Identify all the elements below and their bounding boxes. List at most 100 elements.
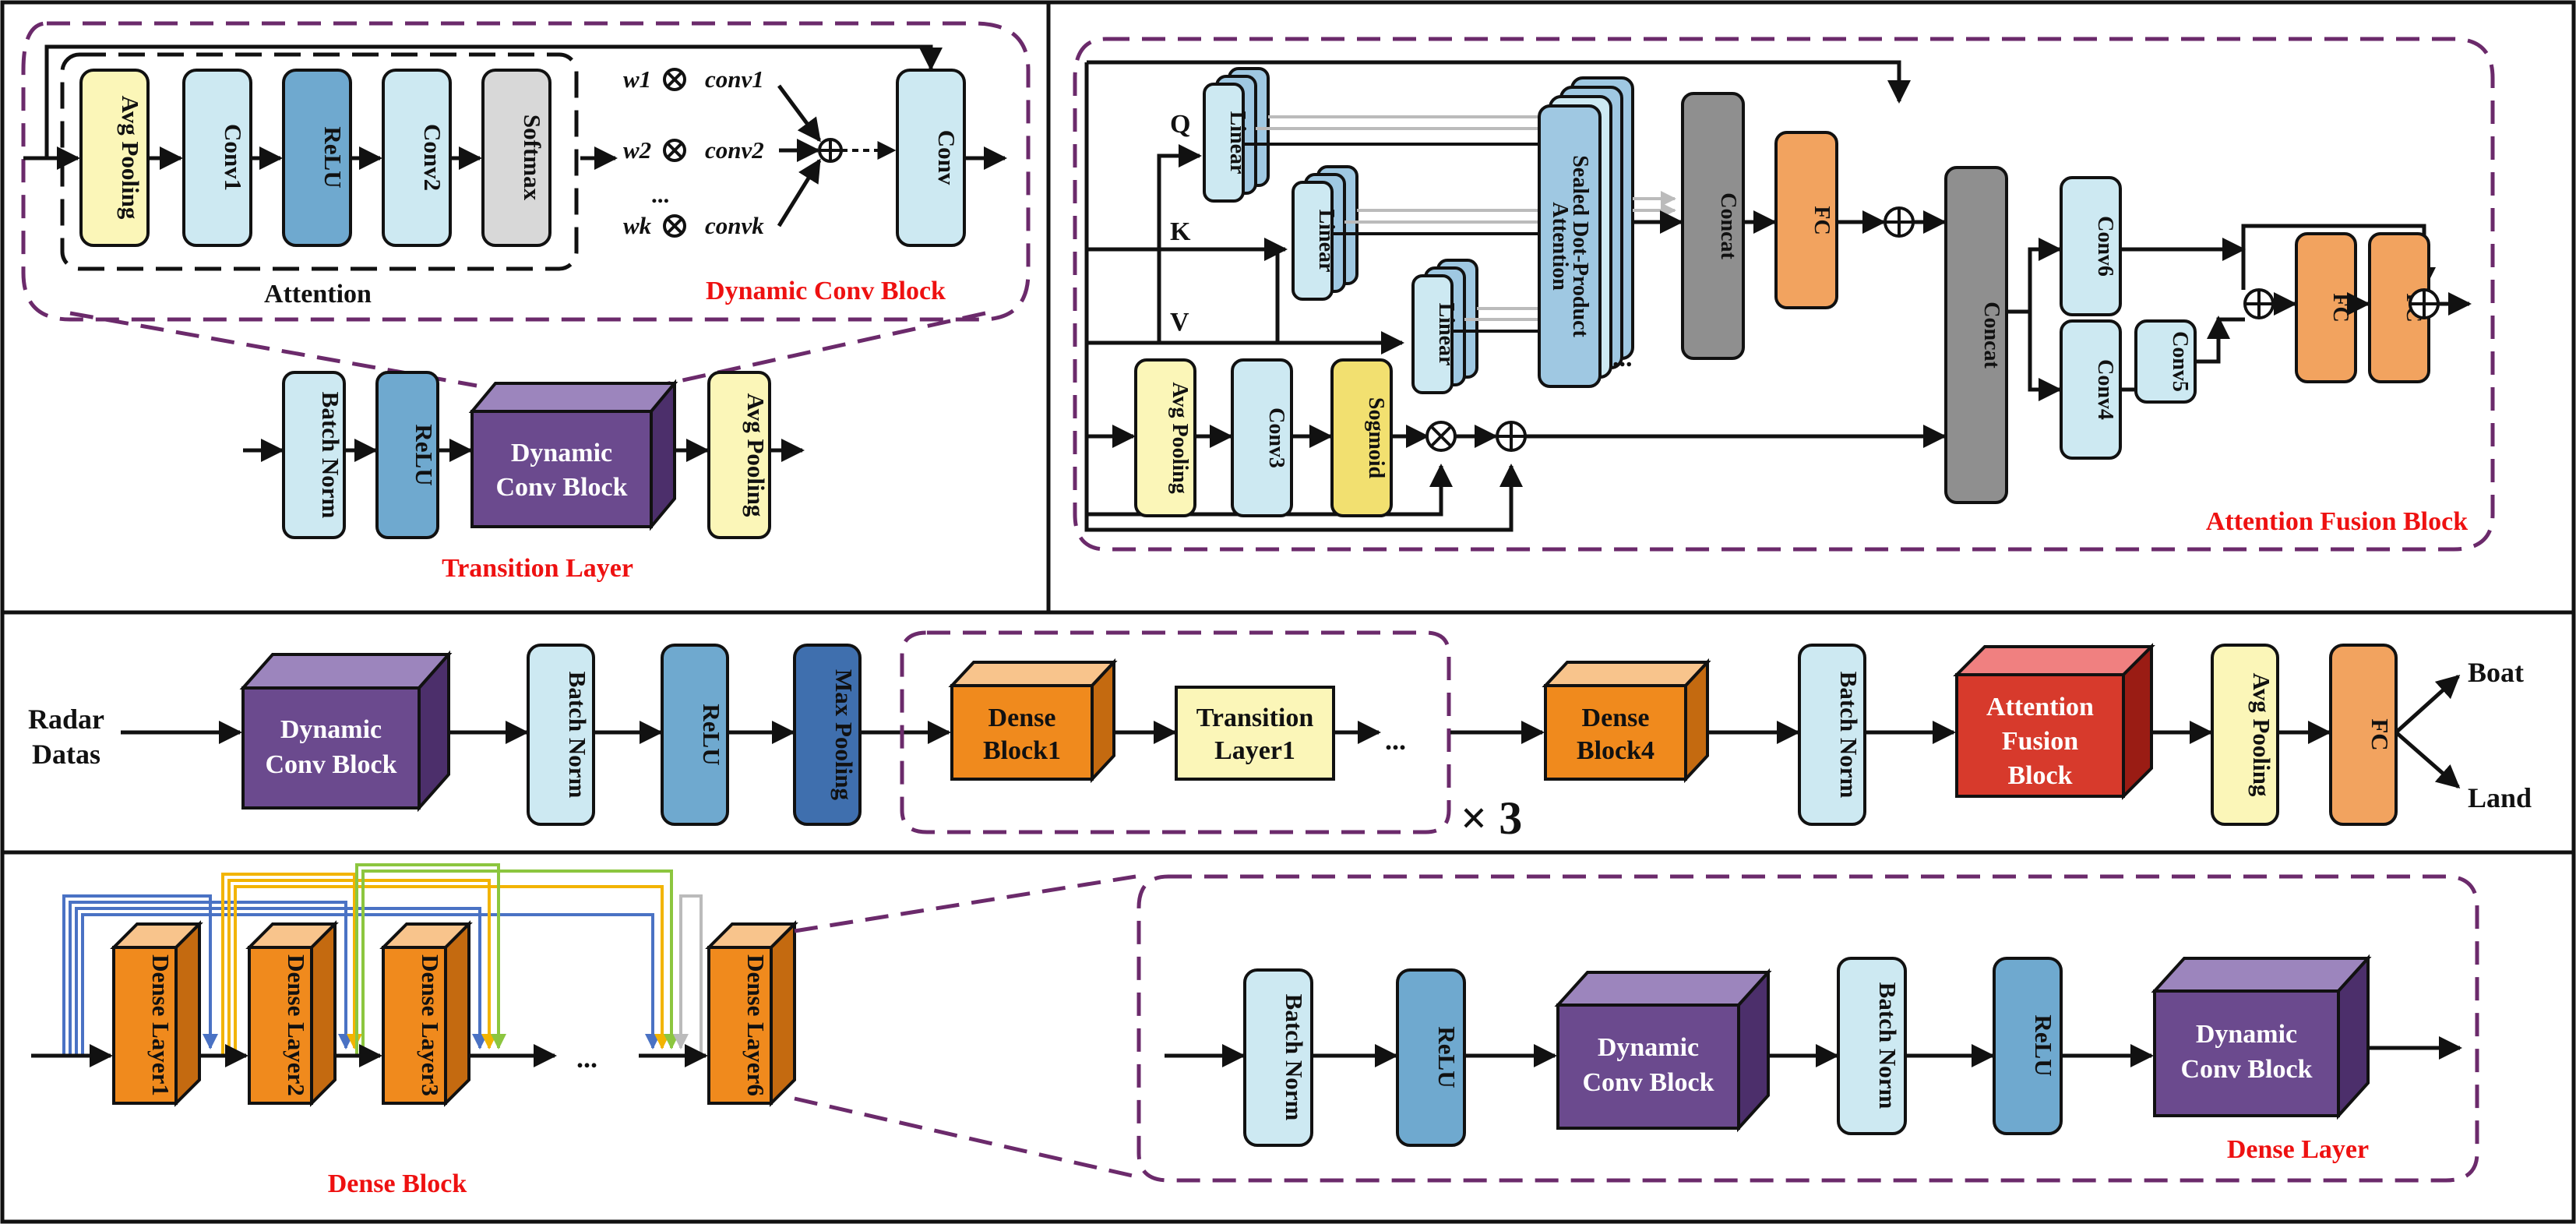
pipeline-batch-norm-2: Batch Norm [1798, 644, 1866, 826]
attention-layer-label: Avg Pooling [117, 96, 144, 220]
block-label: Conv Block [265, 750, 396, 779]
block-label: Dynamic [280, 715, 382, 744]
attention-layer-label: ReLU [319, 126, 347, 188]
add-icon [2409, 288, 2440, 319]
attention-layer-conv2: Conv2 [382, 69, 452, 247]
attention-fusion-block-panel: Q K V Linear Linear Linear [1073, 37, 2495, 552]
concat-2: Concat [1944, 166, 2008, 504]
dense-layer-dashed-frame [1136, 874, 2479, 1183]
block-label: Block [2007, 761, 2072, 790]
layer-label: Batch Norm [564, 672, 591, 799]
add-icon [1884, 206, 1915, 238]
afb-avg-pooling: Avg Pooling [1134, 358, 1196, 517]
block-label: Fusion [2002, 727, 2078, 756]
block-label: Conv Block [2180, 1055, 2312, 1084]
output-land-label: Land [2468, 782, 2532, 813]
attention-fusion-block-title: Attention Fusion Block [2206, 507, 2468, 536]
layer-label: Avg Pooling [1168, 382, 1192, 493]
dl-batch-norm-2: Batch Norm [1837, 957, 1907, 1135]
layer-label: Avg Pooling [742, 393, 770, 517]
add-icon [2243, 288, 2275, 319]
concat-label: Concat [1716, 192, 1740, 259]
dynamic-conv-dashed-frame [21, 21, 1031, 322]
layer-label: Conv4 [2093, 359, 2117, 420]
block-label: Dense [1582, 704, 1650, 732]
transition-layer-title: Transition Layer [442, 554, 633, 583]
dl-dynamic-conv-block-1: Dynamic Conv Block [1554, 968, 1772, 1133]
dense-layer-label: Dense Layer1 [147, 954, 174, 1096]
sdpa-heads-ellipsis: ... [1612, 344, 1633, 372]
layer-label: Conv3 [1264, 407, 1288, 468]
dense-layer-3: Dense Layer3 [379, 920, 473, 1107]
dl-relu-1: ReLU [1396, 968, 1466, 1147]
block-label: Dynamic [1598, 1033, 1699, 1062]
attention-layer-conv1: Conv1 [182, 69, 252, 247]
linear-label: Linear [1434, 303, 1458, 366]
afb-sigmoid: Sogmoid [1330, 358, 1393, 517]
main-pipeline: Radar Datas Dynamic Conv Block Batch Nor… [28, 630, 2532, 844]
afb-conv4: Conv4 [2060, 319, 2122, 460]
pipeline-relu: ReLU [661, 644, 729, 826]
q-label: Q [1170, 110, 1190, 139]
pipeline-transition-layer1: Transition Layer1 [1175, 686, 1335, 781]
afb-conv3: Conv3 [1231, 358, 1293, 517]
output-boat-label: Boat [2468, 657, 2524, 688]
pipeline-max-pooling: Max Pooling [793, 644, 862, 826]
block-label: Transition [1196, 704, 1314, 732]
dense-layer-label: Dense Layer6 [742, 954, 770, 1096]
attention-layer-label: Conv2 [419, 124, 446, 191]
block-label: Block4 [1577, 736, 1654, 765]
layer-label: Max Pooling [830, 669, 858, 800]
block-label: Layer1 [1214, 736, 1295, 765]
layer-label: Batch Norm [1835, 672, 1862, 799]
pipeline-avg-pooling: Avg Pooling [2211, 644, 2279, 826]
multiply-icon [663, 214, 686, 238]
block-label: Block1 [983, 736, 1061, 765]
layer-label: Batch Norm [1281, 994, 1308, 1121]
pipeline-attention-fusion-block: Attention Fusion Block [1953, 643, 2155, 800]
v-label: V [1170, 308, 1189, 337]
sdpa-label: Attention [1548, 202, 1572, 291]
dl-batch-norm-1: Batch Norm [1243, 968, 1313, 1147]
afb-conv6: Conv6 [2060, 176, 2122, 316]
pipeline-dynamic-conv-block: Dynamic Conv Block [239, 650, 453, 813]
transition-batch-norm: Batch Norm [282, 371, 346, 539]
weights-ellipsis: ... [651, 181, 669, 208]
dense-layer-label: Dense Layer2 [283, 954, 310, 1096]
add-icon [1496, 421, 1527, 452]
transition-layer-panel: Batch Norm ReLU Dynamic Conv Block Avg P… [69, 311, 986, 583]
layer-label: ReLU [411, 424, 438, 485]
repeat-label: × 3 [1461, 792, 1522, 844]
input-label: Datas [32, 739, 100, 770]
layer-label: Conv5 [2168, 331, 2192, 392]
attention-layer-label: Conv1 [220, 124, 247, 191]
layer-label: ReLU [2030, 1014, 2057, 1076]
dense-block-panel: Dense Layer1 Dense Layer2 Dense Layer3 .… [31, 863, 1136, 1198]
layer-label: Conv6 [2093, 216, 2117, 277]
layer-label: Sogmoid [1364, 397, 1388, 479]
attention-layer-softmax: Softmax [481, 69, 551, 247]
dense-layer-label: Dense Layer3 [417, 954, 444, 1096]
transition-relu: ReLU [375, 371, 439, 539]
dense-layer-6: Dense Layer6 [705, 920, 798, 1107]
output-conv: Conv [896, 69, 966, 247]
pipeline-fc: FC [2329, 644, 2398, 826]
conv-label: conv1 [705, 65, 764, 93]
sdpa-stack: Sealed Dot-Product Attention ... [1538, 76, 1634, 388]
attention-layer-avg-pooling: Avg Pooling [79, 69, 150, 247]
layer-label: FC [2366, 718, 2394, 750]
block-label: Conv Block [1582, 1068, 1714, 1097]
block-label: Dense [988, 704, 1056, 732]
multiply-icon [663, 139, 686, 162]
block-label: Dynamic [2196, 1020, 2297, 1049]
afb-dashed-frame [1073, 37, 2495, 552]
dl-dynamic-conv-block-2: Dynamic Conv Block [2151, 954, 2372, 1120]
linear-label: Linear [1314, 210, 1338, 273]
transition-avg-pooling: Avg Pooling [707, 371, 771, 539]
dense-block-ellipsis: ... [576, 1042, 597, 1074]
attention-label: Attention [264, 280, 372, 309]
dl-relu-2: ReLU [1993, 957, 2063, 1135]
repeat-dashed-frame [900, 630, 1451, 834]
add-icon [818, 138, 843, 163]
